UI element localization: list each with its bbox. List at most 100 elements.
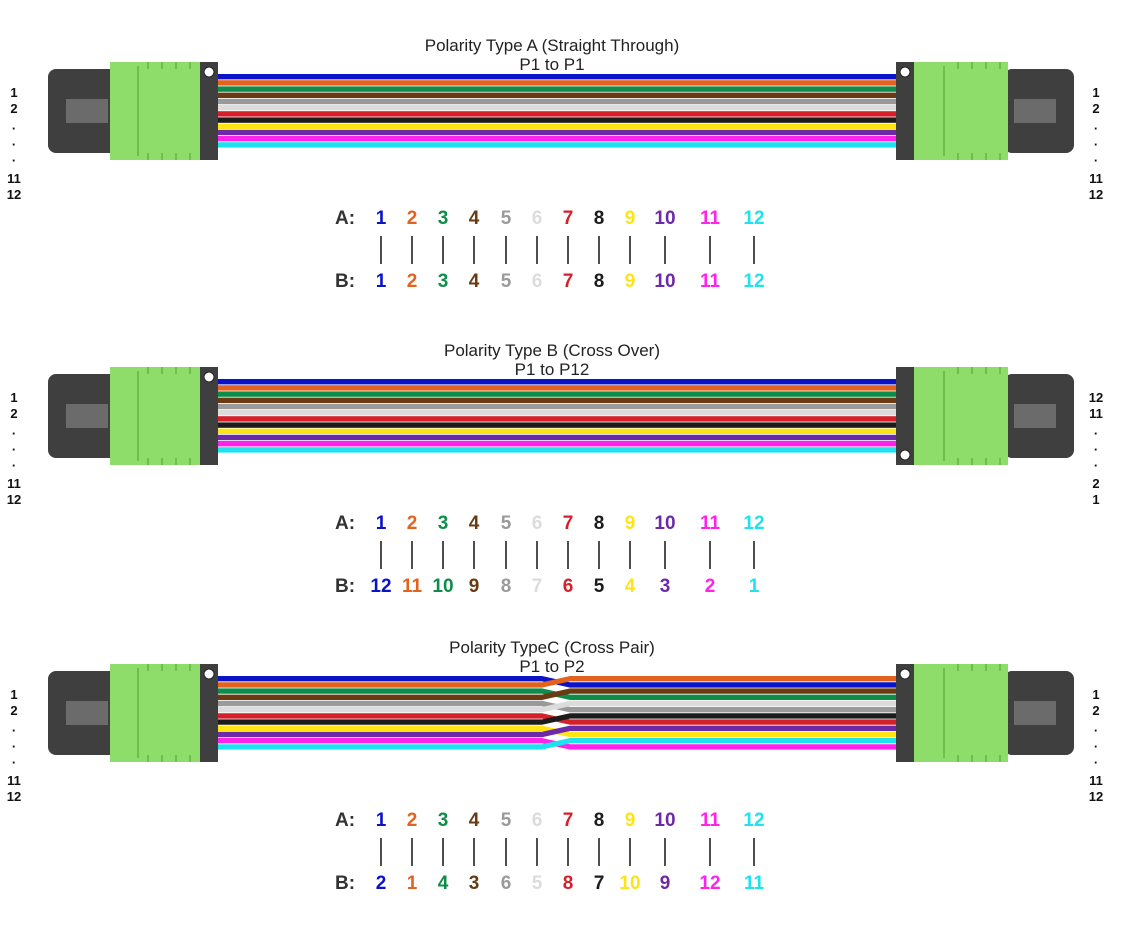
fiber-2 (217, 676, 897, 688)
left-pin-number: 11 (7, 171, 21, 186)
fiber-9 (217, 123, 897, 129)
fiber-6 (217, 105, 897, 111)
row-b-value: 2 (705, 576, 716, 597)
left-pin-number: · (12, 442, 16, 457)
right-pin-number: · (1094, 121, 1098, 136)
row-b-value: 9 (469, 576, 480, 597)
fiber-11 (217, 136, 897, 142)
housing-right (912, 62, 1008, 160)
row-a-value: 4 (469, 810, 480, 831)
left-pin-number: · (12, 755, 16, 770)
key-dot-right (899, 449, 911, 461)
right-pin-number: · (1094, 137, 1098, 152)
fiber-7 (217, 416, 897, 422)
row-b-value: 11 (402, 576, 423, 597)
fiber-7 (217, 111, 897, 117)
row-a-value: 6 (532, 513, 543, 534)
row-a-value: 11 (700, 810, 721, 831)
row-a-value: 6 (532, 208, 543, 229)
row-a-value: 3 (438, 810, 449, 831)
row-b-value: 6 (563, 576, 574, 597)
right-pin-number: 11 (1089, 773, 1103, 788)
right-pin-number: 12 (1089, 187, 1103, 202)
fiber-10 (217, 725, 897, 738)
row-a-value: 7 (563, 810, 574, 831)
row-a-value: 2 (407, 513, 418, 534)
row-a-value: 11 (700, 513, 721, 534)
row-b-value: 9 (660, 873, 671, 894)
fiber-10 (217, 434, 897, 441)
row-b-value: 5 (501, 271, 512, 292)
right-pin-number: 11 (1089, 171, 1103, 186)
boot-slot-left (66, 404, 108, 428)
key-dot-left (203, 371, 215, 383)
housing-left (110, 664, 206, 762)
right-pin-number: 12 (1089, 390, 1103, 405)
row-b-value: 3 (469, 873, 480, 894)
row-a-value: 3 (438, 513, 449, 534)
row-b-label: B: (335, 271, 355, 292)
row-b-value: 2 (376, 873, 387, 894)
boot-slot-left (66, 99, 108, 123)
row-a-value: 9 (625, 208, 636, 229)
left-pin-number: · (12, 137, 16, 152)
row-a-value: 1 (376, 810, 387, 831)
right-pin-number: · (1094, 458, 1098, 473)
left-pin-number: · (12, 458, 16, 473)
row-a-value: 12 (743, 513, 764, 534)
row-a-value: 9 (625, 513, 636, 534)
row-b-value: 6 (532, 271, 543, 292)
right-pin-number: · (1094, 153, 1098, 168)
key-dot-left (203, 66, 215, 78)
row-a-value: 6 (532, 810, 543, 831)
row-a-value: 12 (743, 810, 764, 831)
fiber-bundle (217, 74, 897, 148)
row-a-value: 5 (501, 208, 512, 229)
row-a-value: 1 (376, 513, 387, 534)
fiber-4 (217, 397, 897, 403)
panel-title: Polarity Type A (Straight Through) (425, 36, 680, 55)
left-pin-number: 12 (7, 187, 21, 202)
row-a-value: 4 (469, 208, 480, 229)
left-pin-number: 1 (10, 390, 17, 405)
boot-slot-right (1014, 99, 1056, 123)
left-pin-number: 11 (7, 476, 21, 491)
key-dot-right (899, 66, 911, 78)
housing-right (912, 367, 1008, 465)
left-pin-number: · (12, 723, 16, 738)
key-dot-left (203, 668, 215, 680)
boot-slot-left (66, 701, 108, 725)
row-a-value: 5 (501, 513, 512, 534)
ferrule-right (896, 664, 914, 762)
left-pin-number: 2 (10, 406, 17, 421)
row-b-value: 4 (625, 576, 636, 597)
fiber-12 (217, 447, 897, 453)
panel-title: Polarity TypeC (Cross Pair) (449, 638, 655, 657)
row-b-value: 5 (532, 873, 543, 894)
row-a-value: 8 (594, 208, 605, 229)
row-a-value: 5 (501, 810, 512, 831)
fiber-4 (217, 92, 897, 98)
row-a-value: 2 (407, 810, 418, 831)
right-pin-number: 2 (1092, 476, 1099, 491)
right-pin-number: 1 (1092, 85, 1099, 100)
row-a-value: 12 (743, 208, 764, 229)
row-b-value: 7 (563, 271, 574, 292)
boot-slot-right (1014, 404, 1056, 428)
row-b-value: 3 (438, 271, 449, 292)
row-b-value: 2 (407, 271, 418, 292)
right-pin-number: · (1094, 426, 1098, 441)
right-pin-number: · (1094, 442, 1098, 457)
fiber-2 (217, 385, 897, 391)
panel-subtitle: P1 to P12 (515, 360, 590, 379)
fiber-12 (217, 738, 897, 750)
fiber-8 (217, 117, 897, 123)
right-pin-number: 2 (1092, 703, 1099, 718)
fiber-3 (217, 86, 897, 92)
fiber-2 (217, 80, 897, 86)
boot-slot-right (1014, 701, 1056, 725)
fiber-11 (217, 441, 897, 447)
row-a-value: 8 (594, 513, 605, 534)
fiber-bundle (217, 379, 897, 453)
row-a-value: 3 (438, 208, 449, 229)
